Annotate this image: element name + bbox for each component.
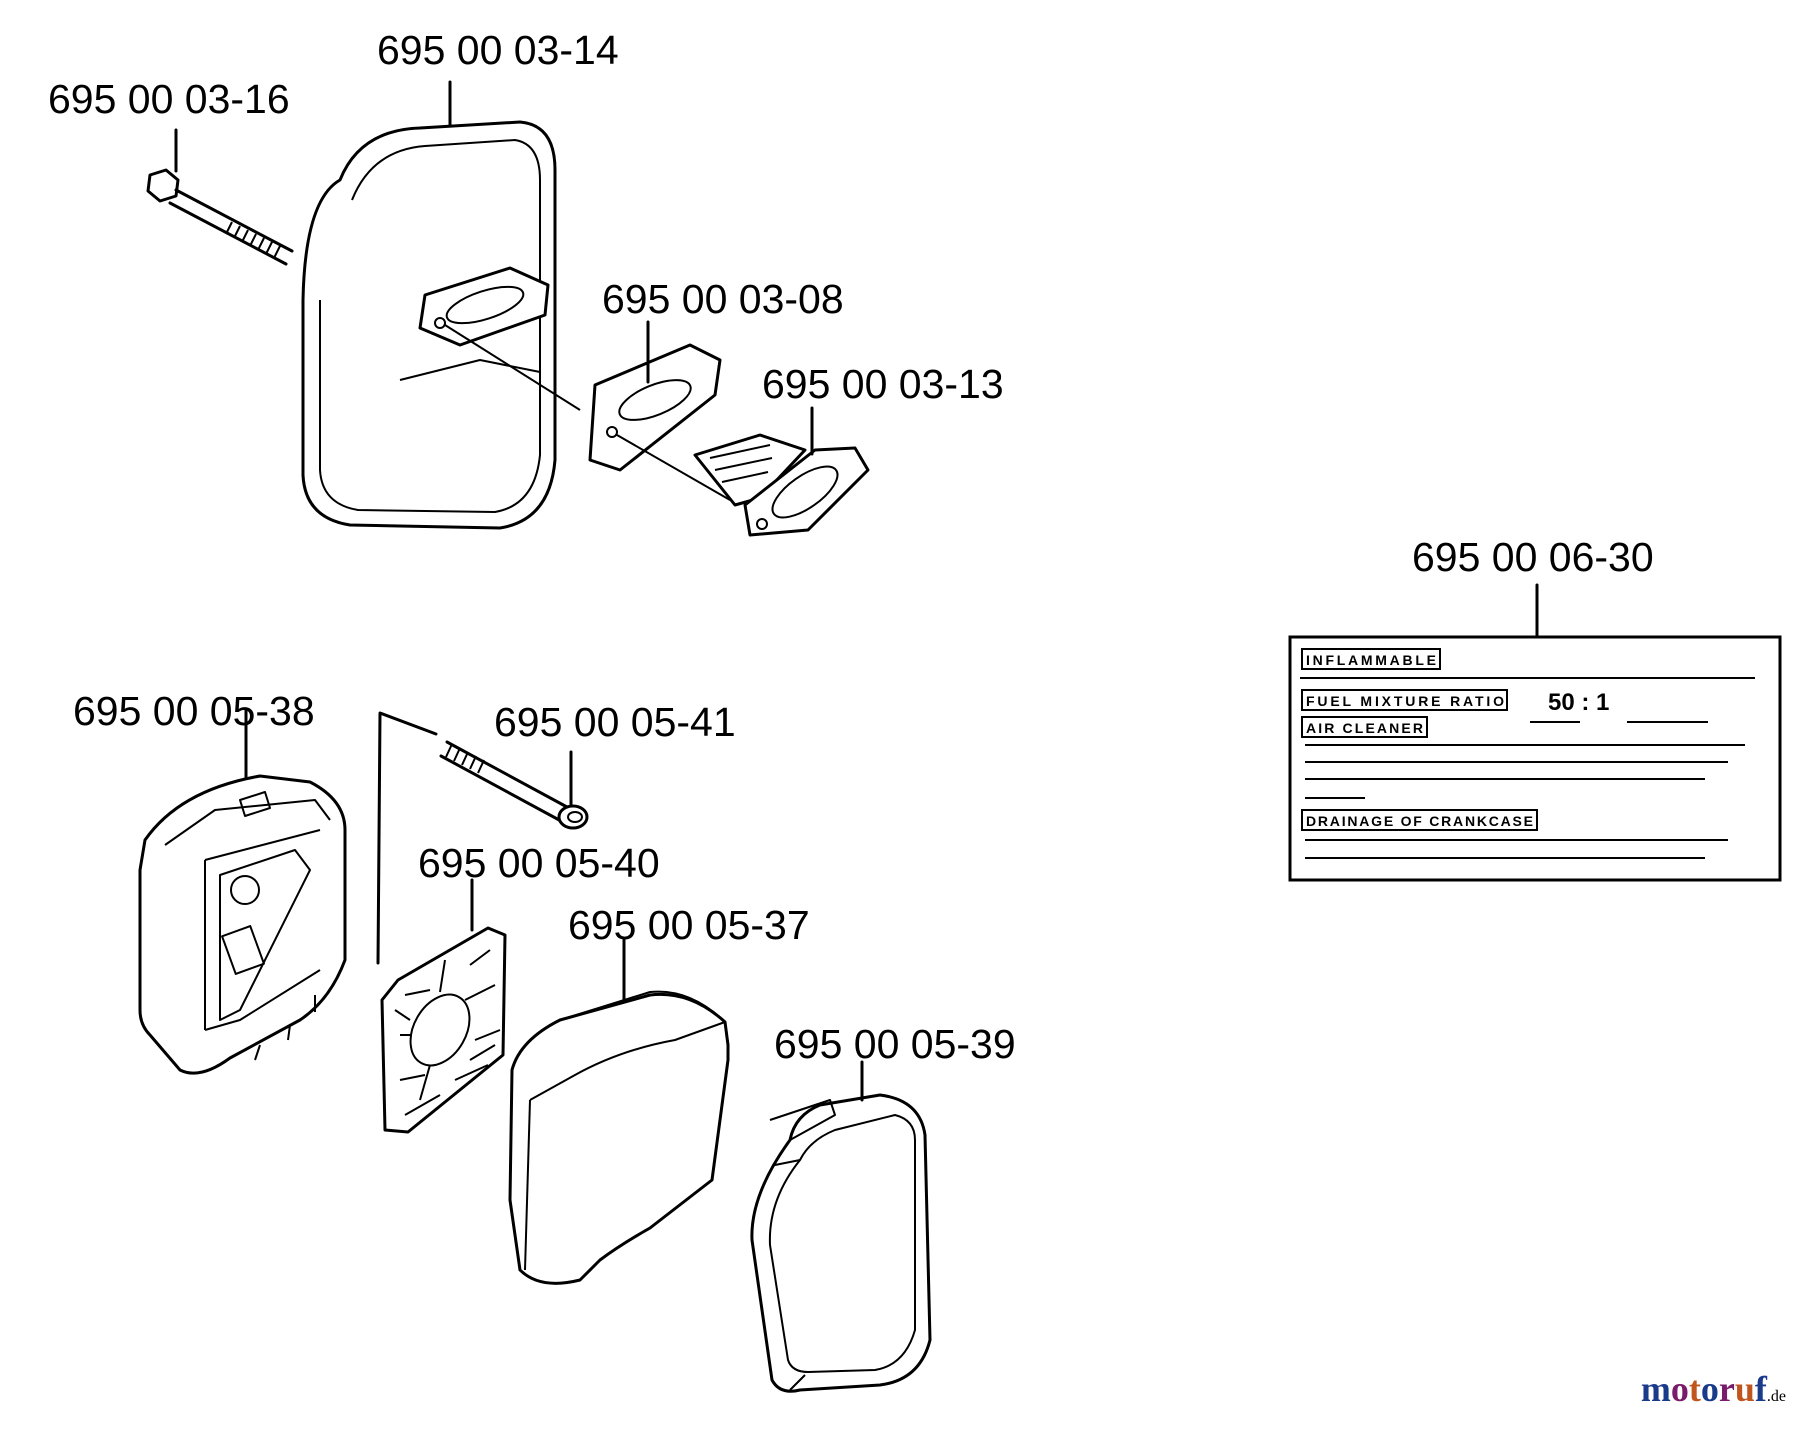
part-number-0541: 695 00 05-41 (494, 699, 736, 745)
part-number-0308: 695 00 03-08 (602, 276, 844, 322)
watermark-logo: motoruf.de (1641, 1368, 1786, 1410)
filter-bolt (439, 740, 589, 830)
part-number-0537: 695 00 05-37 (568, 902, 810, 948)
muffler-bolt (146, 168, 294, 266)
decal-row3-label: AIR CLEANER (1306, 720, 1423, 736)
decal-ratio: 50 : 1 (1548, 689, 1609, 716)
watermark-letter: m (1640, 1369, 1671, 1409)
leader-lines (174, 80, 1539, 1102)
air-filter-cover (750, 1093, 932, 1393)
part-number-0540: 695 00 05-40 (418, 840, 660, 886)
watermark-letter: o (1670, 1369, 1689, 1409)
watermark-brand: motoruf (1641, 1369, 1767, 1409)
spark-deflector (693, 433, 870, 537)
part-number-0316: 695 00 03-16 (48, 76, 290, 122)
part-number-0538: 695 00 05-38 (73, 688, 315, 734)
muffler (301, 120, 581, 530)
fuel-decal: INFLAMMABLE FUEL MIXTURE RATIO 50 : 1 AI… (1288, 635, 1782, 882)
watermark-letter: u (1734, 1369, 1755, 1409)
watermark-letter: t (1688, 1369, 1701, 1409)
watermark-letter: f (1754, 1369, 1767, 1409)
muffler-gasket (588, 343, 731, 501)
decal-row2-label: FUEL MIXTURE RATIO (1306, 693, 1504, 709)
air-filter-housing (138, 711, 438, 1075)
watermark-letter: r (1718, 1369, 1735, 1409)
air-filter-element (508, 990, 730, 1285)
decal-row1-label: INFLAMMABLE (1306, 652, 1436, 668)
filter-support-grid (380, 926, 507, 1134)
watermark-tld: .de (1766, 1388, 1786, 1405)
part-number-0539: 695 00 05-39 (774, 1021, 1016, 1067)
watermark-letter: o (1700, 1369, 1719, 1409)
part-number-0314: 695 00 03-14 (377, 27, 619, 73)
part-number-0313: 695 00 03-13 (762, 361, 1004, 407)
decal-row4-label: DRAINAGE OF CRANKCASE (1306, 813, 1533, 829)
part-number-0630: 695 00 06-30 (1412, 534, 1654, 580)
